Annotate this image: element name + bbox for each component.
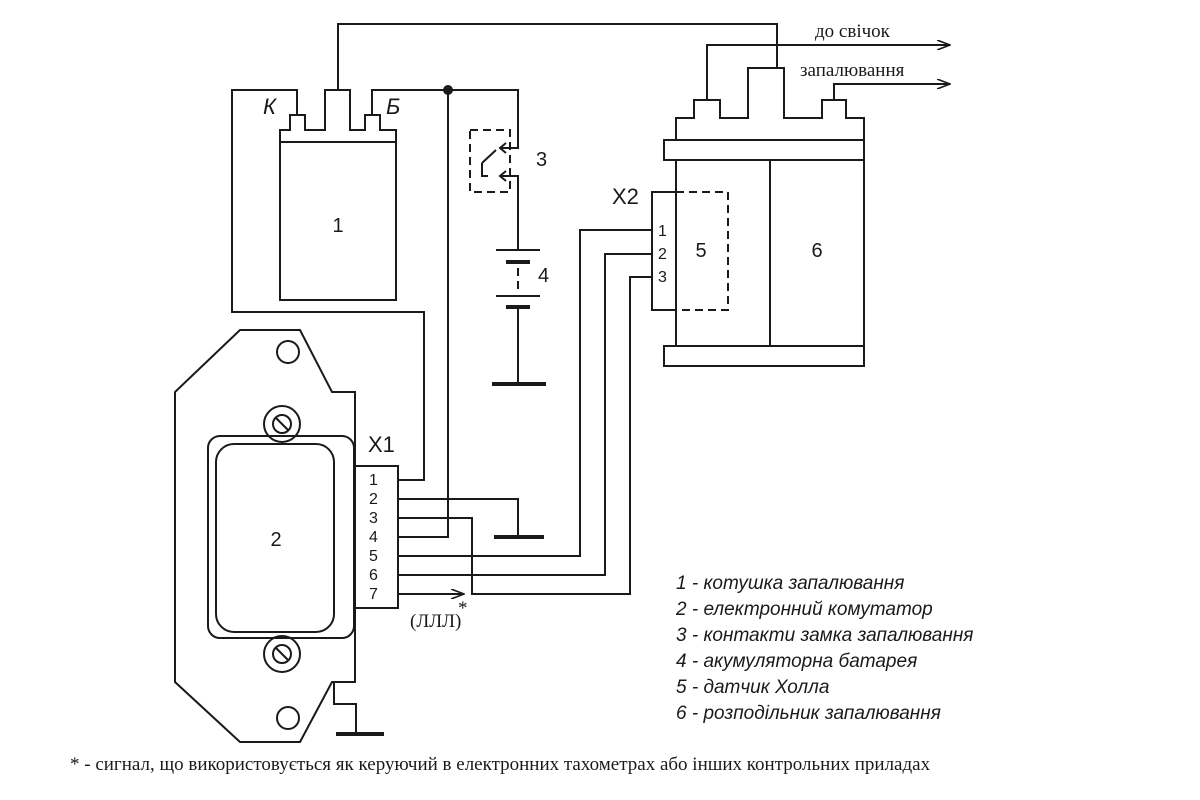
wire-coil-k-to-x1-1 — [231, 89, 425, 481]
wire-x1-2-ground — [398, 498, 519, 537]
x1-pin-6: 6 — [369, 567, 378, 584]
output-label-line1: до свічок — [815, 21, 891, 42]
x1-pin-7: 7 — [369, 586, 378, 603]
switch-blade-base — [481, 163, 488, 177]
distributor: до свічок запалювання X2 1 2 3 5 6 — [612, 21, 950, 367]
wiring: (ЛЛЛ) * — [231, 23, 778, 632]
terminal-k-label: К — [263, 94, 277, 119]
switch-number: 3 — [536, 149, 547, 171]
battery: 4 — [492, 230, 549, 386]
screw-bottom — [272, 644, 292, 664]
wire-coil-center-to-distributor — [337, 23, 778, 90]
x2-pin-2: 2 — [658, 246, 667, 263]
x1-pin-3: 3 — [369, 510, 378, 527]
x1-pin-5: 5 — [369, 548, 378, 565]
signal-footnote-mark: * — [458, 598, 468, 619]
commutator-ground-lead — [333, 682, 357, 734]
wire-x1-3-to-x2-3 — [398, 276, 652, 595]
x2-pin-3: 3 — [658, 269, 667, 286]
screw-top — [272, 414, 292, 434]
commutator-housing — [174, 329, 356, 743]
legend: 1 - котушка запалювання 2 - електронний … — [675, 573, 973, 724]
coil-number: 1 — [332, 215, 343, 237]
x2-pin-1: 1 — [658, 223, 667, 240]
legend-item-1: 1 - котушка запалювання — [676, 573, 904, 594]
commutator-module — [215, 443, 335, 633]
ignition-coil: 1 К Б — [263, 89, 400, 301]
legend-item-5: 5 - датчик Холла — [676, 677, 829, 698]
switch-blade — [481, 149, 497, 164]
legend-item-4: 4 - акумуляторна батарея — [676, 651, 917, 672]
switch-upper-lead — [500, 95, 519, 149]
spark-output-1 — [706, 45, 950, 100]
switch-dashed-outline — [469, 129, 511, 193]
spark-output-2 — [833, 84, 950, 100]
coil-body — [279, 141, 397, 301]
distributor-number: 6 — [811, 240, 822, 262]
x2-label: X2 — [612, 184, 639, 209]
distributor-cap-terminals — [675, 67, 865, 140]
legend-item-3: 3 - контакти замка запалювання — [676, 625, 973, 646]
mount-hole-top — [276, 340, 300, 364]
x1-pin-1: 1 — [369, 472, 378, 489]
x1-label: X1 — [368, 432, 395, 457]
x1-pin-2: 2 — [369, 491, 378, 508]
wire-x1-6-to-x2-2 — [398, 253, 652, 576]
distributor-top-cap — [663, 139, 865, 161]
output-label-line2: запалювання — [800, 60, 905, 81]
wire-x1-5-to-x2-1 — [398, 229, 652, 557]
ignition-switch: 3 — [469, 95, 547, 230]
pulse-signal-symbol: (ЛЛЛ) — [410, 611, 461, 632]
hall-sensor-number: 5 — [695, 240, 706, 262]
switch-lower-contact — [498, 170, 507, 182]
legend-item-2: 2 - електронний комутатор — [675, 599, 933, 620]
wire-b-to-x1-4 — [398, 90, 449, 538]
footnote: * - сигнал, що використовується як керую… — [70, 754, 931, 775]
commutator-number: 2 — [270, 529, 281, 551]
switch-lower-lead — [500, 175, 519, 230]
switch-upper-contact — [498, 142, 507, 154]
x1-pin-4: 4 — [369, 529, 378, 546]
battery-number: 4 — [538, 265, 549, 287]
legend-item-6: 6 - розподільник запалювання — [676, 703, 941, 724]
mount-hole-bottom — [276, 706, 300, 730]
electronic-commutator: 2 X1 1 2 3 4 5 6 7 — [174, 329, 399, 743]
terminal-b-label: Б — [386, 94, 400, 119]
distributor-base — [663, 345, 865, 367]
x2-connector — [651, 191, 677, 311]
